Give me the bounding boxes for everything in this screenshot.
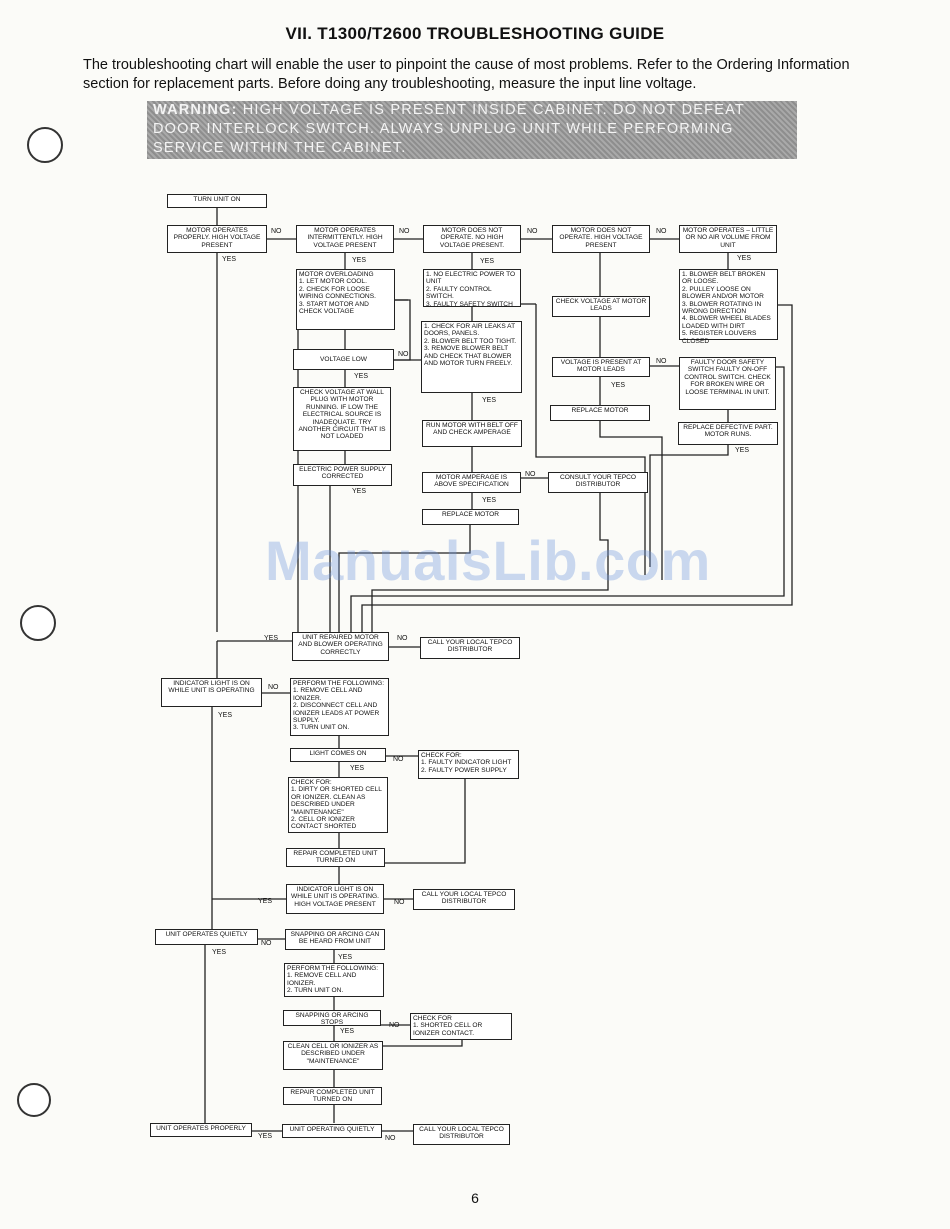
box-replace-defective-part: REPLACE DEFECTIVE PART. MOTOR RUNS. [678, 422, 778, 445]
page-number: 6 [471, 1190, 479, 1206]
box-repair-completed-2: REPAIR COMPLETED UNIT TURNED ON [283, 1087, 382, 1105]
box-consult-distributor: CONSULT YOUR TEPCO DISTRIBUTOR [548, 472, 648, 493]
intro-paragraph: The troubleshooting chart will enable th… [83, 57, 850, 92]
box-unit-operating-quietly: UNIT OPERATING QUIETLY [282, 1124, 382, 1138]
box-motor-not-operate: MOTOR DOES NOT OPERATE. NO HIGH VOLTAGE … [423, 225, 521, 253]
box-faulty-door-switch: FAULTY DOOR SAFETY SWITCH FAULTY ON-OFF … [679, 357, 776, 410]
box-indicator-light-on: INDICATOR LIGHT IS ON WHILE UNIT IS OPER… [161, 678, 262, 707]
label-no: NO [394, 899, 405, 906]
label-yes: YES [737, 255, 752, 262]
box-turn-unit-on: TURN UNIT ON [167, 194, 267, 208]
label-yes: YES [482, 397, 497, 404]
label-no: NO [656, 228, 667, 235]
box-call-local-distributor-3: CALL YOUR LOCAL TEPCO DISTRIBUTOR [413, 1124, 510, 1145]
box-motor-amperage-above: MOTOR AMPERAGE IS ABOVE SPECIFICATION [422, 472, 521, 493]
box-check-air-leaks: 1. CHECK FOR AIR LEAKS AT DOORS, PANELS.… [421, 321, 522, 393]
box-check-dirty-cell: CHECK FOR: 1. DIRTY OR SHORTED CELL OR I… [288, 777, 388, 833]
label-yes: YES [611, 382, 626, 389]
box-voltage-present-leads: VOLTAGE IS PRESENT AT MOTOR LEADS [552, 357, 650, 377]
box-unit-operates-properly: UNIT OPERATES PROPERLY [150, 1123, 252, 1137]
box-replace-motor-1: REPLACE MOTOR [550, 405, 650, 421]
label-yes: YES [264, 635, 279, 642]
box-repair-completed-1: REPAIR COMPLETED UNIT TURNED ON [286, 848, 385, 867]
box-voltage-low: VOLTAGE LOW [293, 349, 394, 370]
label-no: NO [397, 635, 408, 642]
box-perform-following-1: PERFORM THE FOLLOWING: 1. REMOVE CELL AN… [290, 678, 389, 736]
label-yes: YES [258, 1133, 273, 1140]
label-no: NO [399, 228, 410, 235]
box-indicator-on-hv: INDICATOR LIGHT IS ON WHILE UNIT IS OPER… [286, 884, 384, 914]
label-yes: YES [480, 258, 495, 265]
label-yes: YES [482, 497, 497, 504]
box-check-faulty-light: CHECK FOR: 1. FAULTY INDICATOR LIGHT 2. … [418, 750, 519, 779]
label-yes: YES [212, 949, 227, 956]
label-yes: YES [350, 765, 365, 772]
box-motor-operates-properly: MOTOR OPERATES PROPERLY. HIGH VOLTAGE PR… [167, 225, 267, 253]
box-call-local-distributor-2: CALL YOUR LOCAL TEPCO DISTRIBUTOR [413, 889, 515, 910]
label-no: NO [271, 228, 282, 235]
label-yes: YES [735, 447, 750, 454]
label-yes: YES [354, 373, 369, 380]
label-yes: YES [218, 712, 233, 719]
box-unit-repaired: UNIT REPAIRED MOTOR AND BLOWER OPERATING… [292, 632, 389, 661]
box-no-electric-power: 1. NO ELECTRIC POWER TO UNIT 2. FAULTY C… [423, 269, 521, 308]
box-check-shorted: CHECK FOR 1. SHORTED CELL OR IONIZER CON… [410, 1013, 512, 1040]
label-no: NO [393, 756, 404, 763]
box-motor-overloading: MOTOR OVERLOADING 1. LET MOTOR COOL. 2. … [296, 269, 395, 330]
box-motor-not-operate-hv: MOTOR DOES NOT OPERATE. HIGH VOLTAGE PRE… [552, 225, 650, 253]
box-replace-motor-2: REPLACE MOTOR [422, 509, 519, 525]
binder-hole [27, 127, 63, 163]
label-no: NO [385, 1135, 396, 1142]
box-blower-causes: 1. BLOWER BELT BROKEN OR LOOSE. 2. PULLE… [679, 269, 778, 345]
box-unit-operates-quietly: UNIT OPERATES QUIETLY [155, 929, 258, 945]
label-no: NO [398, 351, 409, 358]
box-snapping-heard: SNAPPING OR ARCING CAN BE HEARD FROM UNI… [285, 929, 385, 950]
box-electric-power-corrected: ELECTRIC POWER SUPPLY CORRECTED [293, 464, 392, 486]
box-motor-little-air: MOTOR OPERATES – LITTLE OR NO AIR VOLUME… [679, 225, 777, 253]
label-yes: YES [338, 954, 353, 961]
warning-banner: WARNING: HIGH VOLTAGE IS PRESENT INSIDE … [147, 101, 797, 159]
page-title: VII. T1300/T2600 TROUBLESHOOTING GUIDE [285, 24, 665, 43]
box-perform-following-2: PERFORM THE FOLLOWING: 1. REMOVE CELL AN… [284, 963, 384, 997]
label-yes: YES [352, 257, 367, 264]
binder-hole [20, 605, 56, 641]
label-no: NO [268, 684, 279, 691]
warning-label: WARNING: [153, 102, 238, 118]
box-motor-intermittent: MOTOR OPERATES INTERMITTENTLY. HIGH VOLT… [296, 225, 394, 253]
label-yes: YES [258, 898, 273, 905]
label-no: NO [389, 1022, 400, 1029]
box-run-motor-belt-off: RUN MOTOR WITH BELT OFF AND CHECK AMPERA… [422, 420, 522, 447]
box-check-voltage-leads: CHECK VOLTAGE AT MOTOR LEADS [552, 296, 650, 317]
label-no: NO [527, 228, 538, 235]
box-snapping-stops: SNAPPING OR ARCING STOPS [283, 1010, 381, 1026]
label-yes: YES [340, 1028, 355, 1035]
warning-text: HIGH VOLTAGE IS PRESENT INSIDE CABINET. … [153, 102, 745, 156]
box-clean-cell: CLEAN CELL OR IONIZER AS DESCRIBED UNDER… [283, 1041, 383, 1070]
box-light-comes-on: LIGHT COMES ON [290, 748, 386, 762]
label-no: NO [656, 358, 667, 365]
label-no: NO [261, 940, 272, 947]
label-yes: YES [222, 256, 237, 263]
box-check-wall-voltage: CHECK VOLTAGE AT WALL PLUG WITH MOTOR RU… [293, 387, 391, 451]
label-no: NO [525, 471, 536, 478]
label-yes: YES [352, 488, 367, 495]
box-call-local-distributor-1: CALL YOUR LOCAL TEPCO DISTRIBUTOR [420, 637, 520, 659]
binder-hole [17, 1083, 51, 1117]
watermark: ManualsLib.com [265, 529, 711, 592]
